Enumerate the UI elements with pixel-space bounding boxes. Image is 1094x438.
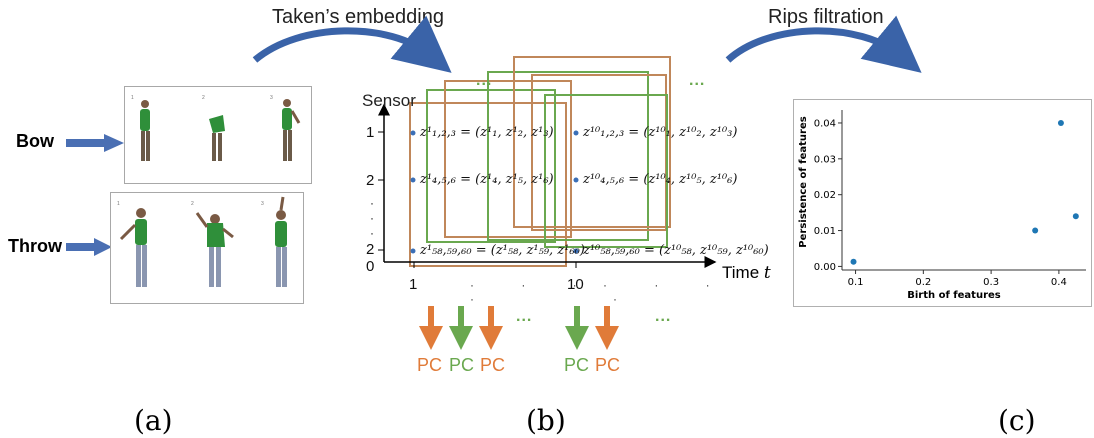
point-marker: [573, 248, 579, 254]
x-tick-1: 1: [409, 276, 418, 293]
x-tick-label: 0.1: [848, 277, 864, 288]
bow-arrow-icon: [66, 134, 124, 152]
throw-frame-1-figure: [119, 208, 147, 287]
ellipsis-bottom-right: ...: [655, 308, 672, 325]
y-tick-2: 2: [366, 172, 375, 189]
bow-label: Bow: [16, 131, 54, 151]
equation-right-2: z¹⁰₄,₅,₆ = (z¹⁰₄, z¹⁰₅, z¹⁰₆): [583, 172, 738, 187]
equation-left-3: z¹₅₈,₅₉,₆₀ = (z¹₅₈, z¹₅₉, z¹₆₀): [420, 243, 585, 258]
point-marker: [573, 130, 579, 136]
ellipsis-bottom-left: ...: [516, 308, 533, 325]
y-tick-label: 0.00: [814, 262, 836, 273]
x-dots-2: · · ·: [603, 278, 732, 292]
x-dots-1: · · ·: [470, 278, 599, 292]
equation-left-1: z¹₁,₂,₃ = (z¹₁, z¹₂, z¹₃): [420, 125, 554, 140]
y-tick-dot: ·: [370, 196, 374, 210]
y-tick-dot: ·: [370, 211, 374, 225]
pc-label-green-1: PC: [449, 355, 475, 375]
bow-frame-1-figure: [140, 100, 150, 161]
pc-label-orange-1: PC: [417, 355, 443, 375]
persistence-point-3: [1057, 119, 1064, 126]
y-tick-label: 0.02: [814, 190, 836, 201]
y-tick-label: 0.03: [814, 154, 836, 165]
bow-frame-3-number: 3: [270, 95, 273, 101]
x-tick-label: 0.2: [915, 277, 931, 288]
rips-curved-arrow: [725, 15, 922, 73]
x-axis-label: Birth of features: [907, 290, 1001, 301]
x-tick-label: 0.4: [1051, 277, 1067, 288]
sliding-windows: [409, 56, 671, 267]
throw-frame-2-figure: [195, 212, 234, 287]
throw-frame-1-number: 1: [117, 201, 120, 207]
window-brown-2: [444, 80, 572, 238]
ellipsis-top-right: ...: [689, 72, 706, 89]
pc-label-orange-3: PC: [595, 355, 621, 375]
takens-curved-arrow: [252, 15, 452, 73]
pc-label-orange-2: PC: [480, 355, 506, 375]
equation-right-1: z¹⁰₁,₂,₃ = (z¹⁰₁, z¹⁰₂, z¹⁰₃): [583, 125, 738, 140]
y-tick-label: 0.01: [814, 226, 836, 237]
throw-figures: [119, 196, 287, 287]
x-dots-1b: ·: [470, 292, 474, 306]
throw-frame-3-number: 3: [261, 201, 264, 207]
x-dots-2b: ·: [613, 292, 617, 306]
window-brown-4: [531, 74, 667, 231]
persistence-point-1: [850, 258, 857, 265]
time-axis-text: Time: [722, 263, 760, 282]
persistence-point-2: [1032, 227, 1039, 234]
persistence-point-4: [1072, 213, 1079, 220]
window-green-3: [544, 94, 668, 248]
point-marker: [410, 248, 416, 254]
y-axis-label: Persistence of features: [798, 116, 809, 247]
caption-a: (a): [134, 404, 173, 437]
throw-arrow-icon: [66, 238, 112, 256]
pc-arrows: [419, 306, 619, 350]
x-tick-label: 0.3: [983, 277, 999, 288]
caption-c: (c): [998, 404, 1036, 437]
throw-label: Throw: [8, 236, 62, 256]
y-tick-1: 1: [366, 124, 375, 141]
bow-frame-2-number: 2: [202, 95, 205, 101]
caption-b: (b): [526, 404, 566, 437]
ellipsis-top-left: ...: [476, 72, 493, 89]
sensor-axis-label: Sensor: [362, 91, 416, 110]
y-tick-last: 2: [366, 241, 375, 258]
time-axis-label: Time t: [722, 263, 771, 283]
point-marker: [573, 177, 579, 183]
rips-filtration-label: Rips filtration: [768, 6, 884, 28]
y-tick-label: 0.04: [814, 118, 836, 129]
window-green-2: [487, 71, 649, 241]
throw-frame-2-number: 2: [191, 201, 194, 207]
time-axis-var: t: [763, 263, 771, 283]
throw-frame-3-figure: [275, 196, 287, 287]
throw-photo-strip: 1 2 3: [110, 192, 304, 304]
window-green-1: [426, 89, 556, 243]
bow-photo-strip: 1 2 3: [124, 86, 312, 184]
equation-left-2: z¹₄,₅,₆ = (z¹₄, z¹₅, z¹₆): [420, 172, 554, 187]
equation-right-3: z¹⁰₅₈,₅₉,₆₀ = (z¹⁰₅₈, z¹⁰₅₉, z¹⁰₆₀): [583, 243, 769, 258]
bow-frame-1-number: 1: [131, 95, 134, 101]
bow-frame-2-figure: [209, 115, 225, 161]
pc-label-green-2: PC: [564, 355, 590, 375]
point-marker: [410, 130, 416, 136]
window-brown-3: [513, 56, 671, 228]
y-tick-dot: ·: [370, 226, 374, 240]
point-markers: [410, 130, 579, 254]
y-tick-origin: 0: [366, 258, 375, 275]
bow-frame-3-figure: [282, 99, 301, 161]
x-tick-10: 10: [567, 276, 584, 293]
point-marker: [410, 177, 416, 183]
bow-figures: [140, 99, 301, 161]
